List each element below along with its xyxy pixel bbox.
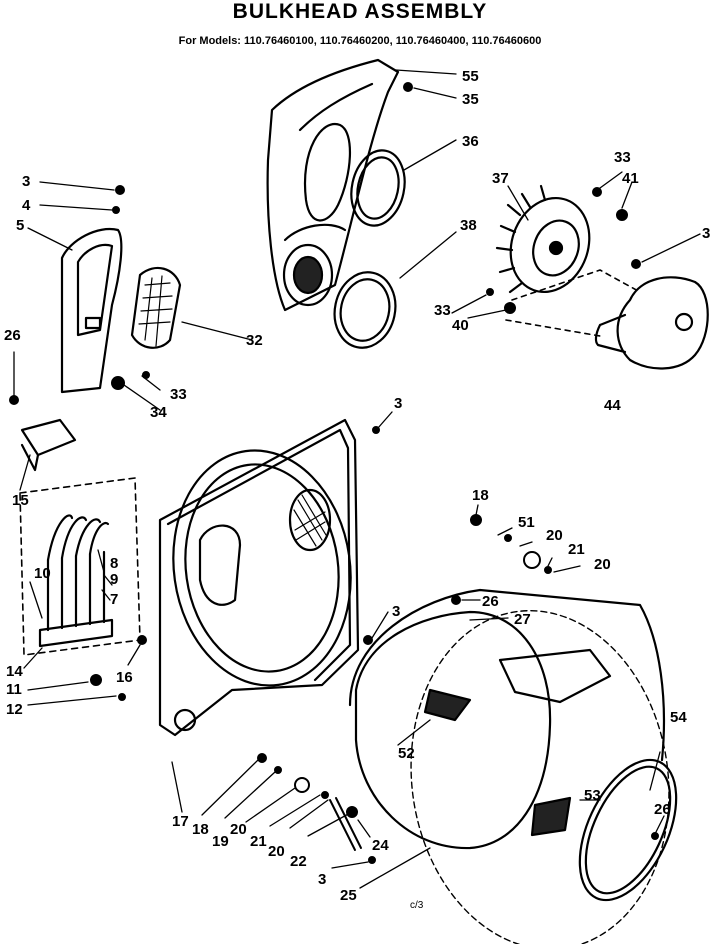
duct-assembly [266,58,400,312]
callout-54: 54 [670,709,687,726]
callout-labels: 55 35 36 37 38 33 41 3 33 40 44 3 4 5 26… [4,68,710,904]
callout-34: 34 [150,404,167,421]
callout-27: 27 [514,611,531,628]
callout-32: 32 [246,332,263,349]
callout-41: 41 [622,170,639,187]
callout-35: 35 [462,91,479,108]
callout-38: 38 [460,217,477,234]
dryer-drum [348,588,670,944]
callout-55: 55 [462,68,479,85]
gasket-36 [350,149,406,227]
callout-21: 21 [568,541,585,558]
callout-3: 3 [702,225,710,242]
exhaust-cover [60,227,123,394]
callout-3: 3 [22,173,30,190]
front-bulkhead [158,418,360,737]
callout-7: 7 [110,591,118,608]
hardware [9,82,659,864]
gasket-38 [333,271,397,349]
callout-51: 51 [518,514,535,531]
callout-16: 16 [116,669,133,686]
callout-3: 3 [394,395,402,412]
callout-33: 33 [434,302,451,319]
callout-18: 18 [192,821,209,838]
callout-44: 44 [604,397,621,414]
callout-37: 37 [492,170,509,187]
callout-26: 26 [4,327,21,344]
blower-housing [594,276,709,370]
callout-20: 20 [546,527,563,544]
callout-5: 5 [16,217,24,234]
callout-11: 11 [6,681,22,698]
diagram-title: BULKHEAD ASSEMBLY [232,0,488,23]
blower-leaders [505,269,641,337]
callout-9: 9 [110,571,118,588]
callout-21: 21 [250,833,267,850]
callout-3: 3 [318,871,326,888]
callout-20: 20 [268,843,285,860]
callout-52: 52 [398,745,415,762]
mounting-bracket [20,418,77,472]
callout-22: 22 [290,853,307,870]
callout-3: 3 [392,603,400,620]
callout-33: 33 [170,386,187,403]
callout-19: 19 [212,833,229,850]
callout-17: 17 [172,813,189,830]
lint-screen [130,266,182,349]
callout-26: 26 [654,801,671,818]
callout-26: 26 [482,593,499,610]
blower-wheel [495,184,591,294]
callout-10: 10 [34,565,51,582]
callout-24: 24 [372,837,389,854]
callout-33: 33 [614,149,631,166]
callout-40: 40 [452,317,469,334]
page-reference: c/3 [410,900,424,911]
callout-18: 18 [472,487,489,504]
leader-lines [13,69,701,889]
model-numbers: For Models: 110.76460100, 110.76460200, … [178,35,542,47]
callout-36: 36 [462,133,479,150]
callout-12: 12 [6,701,23,718]
callout-15: 15 [12,492,29,509]
callout-53: 53 [584,787,601,804]
callout-20: 20 [594,556,611,573]
callout-4: 4 [22,197,31,214]
drum-seal [578,758,678,902]
callout-25: 25 [340,887,357,904]
callout-20: 20 [230,821,247,838]
callout-8: 8 [110,555,118,572]
callout-14: 14 [6,663,23,680]
